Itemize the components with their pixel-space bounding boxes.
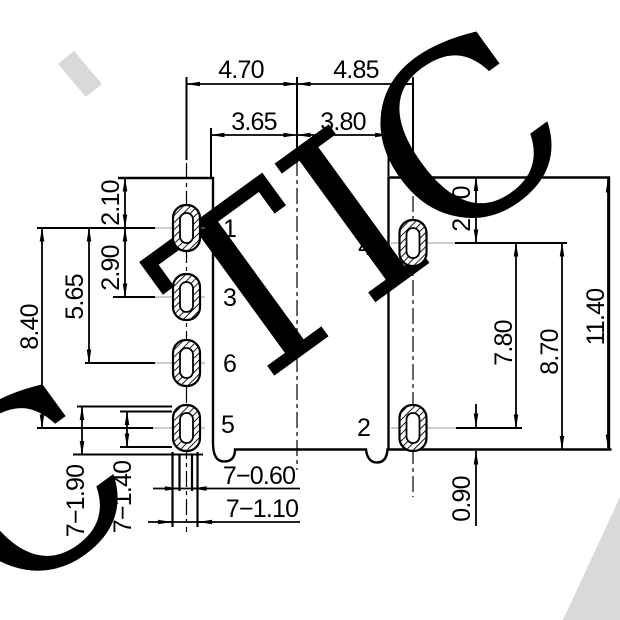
dim-8-70: 8.70 <box>536 329 564 374</box>
pad-3 <box>171 272 202 322</box>
pad-5 <box>171 403 202 453</box>
watermark-fragment-bottom-right <box>563 497 620 620</box>
extension-lines <box>37 77 567 456</box>
dim-inner-top-left: 3.65 <box>231 108 276 136</box>
pad-1 <box>171 203 202 253</box>
dim-top-right: 4.85 <box>333 56 378 84</box>
pin-numbers: 1 3 6 5 4 2 <box>221 215 372 442</box>
pin-number-2: 2 <box>357 414 371 442</box>
dim-2-70: 2.70 <box>448 186 476 231</box>
dim-slot-height: 7−1.40 <box>109 461 137 533</box>
pin-number-4: 4 <box>358 233 372 261</box>
watermark-partial-letter: C <box>0 327 184 620</box>
dim-5-65: 5.65 <box>61 274 89 319</box>
dimension-labels: 4.70 4.85 3.65 3.80 2.10 2.90 5.65 8.40 … <box>16 56 610 537</box>
pad-4 <box>398 218 428 268</box>
pin-number-6: 6 <box>223 350 237 378</box>
dim-0-90: 0.90 <box>448 476 476 521</box>
dim-pad-width: 7−1.10 <box>226 495 298 523</box>
dim-inner-top-right: 3.80 <box>320 108 365 136</box>
dimension-lines <box>39 81 611 526</box>
pin-number-1: 1 <box>223 215 237 243</box>
pad-2 <box>398 403 428 453</box>
pad-6 <box>171 338 202 388</box>
solder-pads <box>171 203 428 453</box>
dim-7-80: 7.80 <box>490 320 518 365</box>
dim-pad-height: 7−1.90 <box>62 465 90 537</box>
dim-top-left: 4.70 <box>218 56 263 84</box>
dim-11-40: 11.40 <box>582 289 610 346</box>
pin-number-5: 5 <box>221 411 235 439</box>
dim-2-90: 2.90 <box>97 245 125 290</box>
pin5-slot-lines <box>171 452 199 527</box>
dim-slot-width: 7−0.60 <box>223 462 295 490</box>
dim-2-10: 2.10 <box>97 180 125 225</box>
pin-number-3: 3 <box>223 284 237 312</box>
dim-8-40: 8.40 <box>16 304 44 349</box>
watermark-fragment-top-left <box>58 51 102 97</box>
part-outline-left-section <box>118 176 612 464</box>
